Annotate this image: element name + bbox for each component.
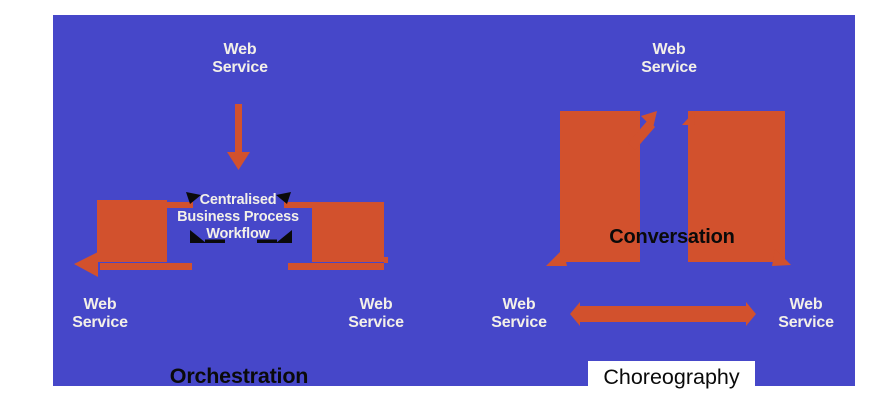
orchestration-bottom-left-web-service-label: Web Service [72, 296, 128, 331]
orchestration-down-arrow-icon [227, 104, 250, 170]
choreography-label-box: Choreography [588, 361, 755, 392]
workflow-corner-brackets [186, 192, 292, 243]
bracket-bottom-right-icon [276, 230, 292, 243]
choreography-top-web-service-label: Web Service [641, 41, 697, 76]
orchestration-title: Orchestration [169, 364, 309, 388]
bracket-top-left-icon [186, 192, 201, 204]
choreography-peer-arrow-icon [570, 302, 756, 326]
bracket-bottom-left-tail [205, 239, 225, 243]
choreography-bottom-right-web-service-label: Web Service [778, 296, 834, 331]
conversation-label: Conversation [609, 226, 735, 248]
choreography-bottom-left-web-service-label: Web Service [491, 296, 547, 331]
choreography-left-conversation-arrow-icon [546, 111, 657, 266]
choreography-title: Choreography [603, 364, 740, 389]
orchestration-left-arrow-icon [74, 200, 193, 277]
orchestration-top-web-service-label: Web Service [212, 41, 268, 76]
bracket-top-right-icon [276, 192, 291, 204]
orchestration-right-arrow-icon [284, 202, 388, 270]
orange-arrows [74, 104, 791, 326]
bracket-bottom-left-icon [190, 230, 206, 243]
workflow-label: Centralised Business Process Workflow [177, 192, 299, 242]
bracket-bottom-right-tail [257, 239, 277, 243]
orchestration-bottom-right-web-service-label: Web Service [348, 296, 404, 331]
choreography-right-conversation-arrow-icon [682, 111, 791, 266]
